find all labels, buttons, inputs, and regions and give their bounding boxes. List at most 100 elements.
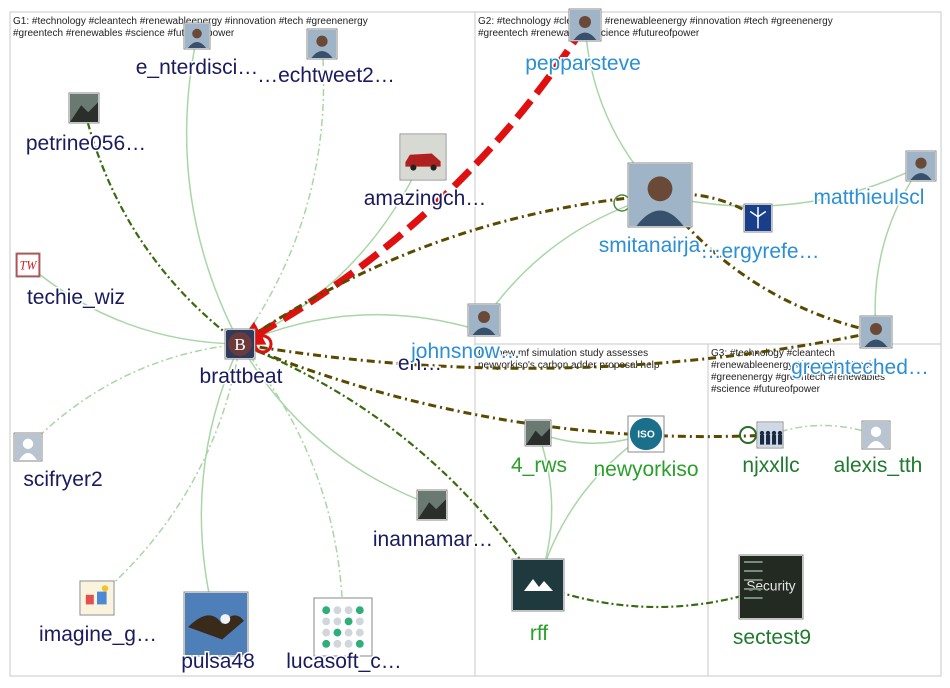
- node-label-4_rws[interactable]: 4_rws: [509, 453, 568, 479]
- photo-icon: [526, 421, 550, 445]
- node-newyorkiso[interactable]: ISO: [627, 415, 665, 453]
- mountain-logo-icon: [513, 560, 563, 610]
- node-label-techie_wiz[interactable]: techie_wiz: [25, 285, 126, 311]
- node-label-inannamar[interactable]: inannamar…: [371, 527, 494, 553]
- group-label-line: #renewableenergy #innovation #tech: [711, 360, 874, 371]
- node-label-enviro[interactable]: en…: [396, 351, 443, 377]
- node-matthieulscl[interactable]: [905, 150, 937, 182]
- person-icon: [629, 164, 691, 226]
- svg-text:TW: TW: [20, 258, 38, 272]
- node-label-e_nterdisci[interactable]: e_nterdisci…: [134, 55, 260, 81]
- b-logo-icon: B: [226, 330, 254, 358]
- group-label-line: G3: #technology #cleantech: [711, 348, 835, 359]
- group-label-line: G1: #technology #cleantech #renewableene…: [13, 16, 368, 27]
- node-label-energyrefe[interactable]: …ergyrefe…: [699, 239, 821, 265]
- node-label-johnsnow[interactable]: johnsnow…: [409, 339, 523, 365]
- edge-imagine_g-to-brattbeat: [96, 343, 244, 599]
- edge-techie_wiz-to-brattbeat: [27, 264, 241, 349]
- node-label-sectest9[interactable]: sectest9: [731, 625, 812, 651]
- node-techie_wiz[interactable]: TW: [15, 252, 41, 278]
- group-boxes: [9, 11, 942, 677]
- person-icon: [861, 317, 891, 347]
- group-box-g3: [707, 343, 942, 677]
- edge-greenteched-to-smitanairja: [658, 194, 877, 334]
- node-label-brattbeat[interactable]: brattbeat: [198, 364, 284, 390]
- svg-text:ISO: ISO: [637, 429, 655, 440]
- node-brattbeat[interactable]: B: [224, 328, 256, 360]
- node-label-pepparsteve[interactable]: pepparsteve: [524, 51, 643, 77]
- edge-enviro-to-brattbeat: [239, 313, 476, 345]
- car-icon: [401, 135, 445, 179]
- node-label-lucasoft_c[interactable]: lucasoft_c…: [285, 649, 404, 675]
- node-label-techtweet2[interactable]: …echtweet2…: [256, 63, 397, 89]
- node-scifryer2[interactable]: [13, 432, 43, 462]
- edge-brattbeat-to-njxxllc: [239, 342, 771, 441]
- node-techtweet2[interactable]: [306, 28, 338, 60]
- node-inannamar[interactable]: [416, 489, 448, 521]
- node-e_nterdisci[interactable]: [183, 22, 211, 50]
- person-icon: [907, 152, 935, 180]
- edge-pepparsteve-to-brattbeat: [237, 23, 588, 348]
- person-icon: [308, 30, 336, 58]
- node-label-petrine056[interactable]: petrine056…: [24, 131, 147, 157]
- node-smitanairja[interactable]: [627, 162, 693, 228]
- drawing-icon: [81, 582, 113, 614]
- group-box-g4: [474, 343, 709, 677]
- wind-turbine-icon: [745, 205, 771, 231]
- edge-sectest9-to-rff: [537, 583, 772, 609]
- node-johnsnow[interactable]: [467, 303, 501, 337]
- svg-text:B: B: [234, 335, 246, 354]
- group-label-g4: G4: new mf simulation study assesses new…: [478, 348, 660, 371]
- node-label-scifryer2[interactable]: scifryer2: [22, 467, 104, 493]
- group-label-g2: G2: #technology #cleantech #renewableene…: [478, 16, 835, 39]
- node-pulsa48[interactable]: [183, 591, 249, 657]
- edge-techtweet2-to-brattbeat: [239, 43, 325, 345]
- edge-greenteched-to-brattbeat: [239, 330, 877, 370]
- node-label-amazingch[interactable]: amazingch…: [362, 186, 488, 212]
- node-energyrefe[interactable]: [743, 203, 773, 233]
- node-label-imagine_g[interactable]: imagine_g…: [38, 622, 159, 648]
- dots-logo-icon: [315, 599, 371, 655]
- node-label-matthieulscl[interactable]: matthieulscl: [812, 185, 926, 211]
- node-alexis_tth[interactable]: [861, 420, 891, 450]
- iso-logo-icon: ISO: [629, 417, 663, 451]
- edge-matthieulscl-to-greenteched: [870, 165, 922, 333]
- team-icon: [758, 423, 783, 447]
- node-pepparsteve[interactable]: [568, 8, 602, 42]
- group-label-line: #science #futureofpower: [711, 384, 821, 395]
- edge-pulsa48-to-brattbeat: [200, 343, 241, 625]
- edge-petrine056-to-brattbeat: [82, 107, 241, 345]
- node-imagine_g[interactable]: [79, 580, 115, 616]
- node-lucasoft_c[interactable]: [313, 597, 373, 657]
- group-label-g1: G1: #technology #cleantech #renewableene…: [13, 16, 370, 39]
- node-greenteched[interactable]: [859, 315, 893, 349]
- group-label-line: G4: new mf simulation study assesses: [478, 348, 648, 359]
- node-label-rff[interactable]: rff: [528, 621, 549, 647]
- group-label-g3: G3: #technology #cleantech #renewableene…: [711, 348, 888, 395]
- edge-lucasoft_c-to-brattbeat: [239, 343, 344, 628]
- node-rff[interactable]: [511, 558, 565, 612]
- security-icon: Security: [740, 556, 802, 618]
- node-label-newyorkiso[interactable]: newyorkiso: [592, 457, 700, 483]
- edge-brattbeat-to-rff: [239, 342, 539, 586]
- node-label-pulsa48[interactable]: pulsa48: [180, 649, 257, 675]
- tw-logo-icon: TW: [16, 253, 40, 277]
- node-4_rws[interactable]: [524, 419, 552, 447]
- node-label-njxxllc[interactable]: njxxllc: [741, 453, 801, 479]
- group-label-line: #greentech #renewables #science #futureo…: [13, 28, 235, 39]
- self-loop-brattbeat: [253, 334, 273, 354]
- person-icon: [469, 305, 499, 335]
- default-avatar-icon: [863, 422, 889, 448]
- node-label-smitanairja[interactable]: smitanairja…: [597, 233, 723, 259]
- self-loop-njxxllc: [739, 426, 757, 444]
- node-amazingch[interactable]: [399, 133, 447, 181]
- node-label-alexis_tth[interactable]: alexis_tth: [832, 453, 924, 479]
- person-icon: [185, 24, 209, 48]
- group-label-line: #greenenergy #greentech #renewables: [711, 372, 885, 383]
- node-petrine056[interactable]: [68, 92, 100, 124]
- edge-matthieulscl-to-smitanairja: [659, 165, 922, 207]
- node-label-greenteched[interactable]: greenteched…: [790, 355, 931, 381]
- node-sectest9[interactable]: Security: [738, 554, 804, 620]
- node-njxxllc[interactable]: [756, 421, 784, 449]
